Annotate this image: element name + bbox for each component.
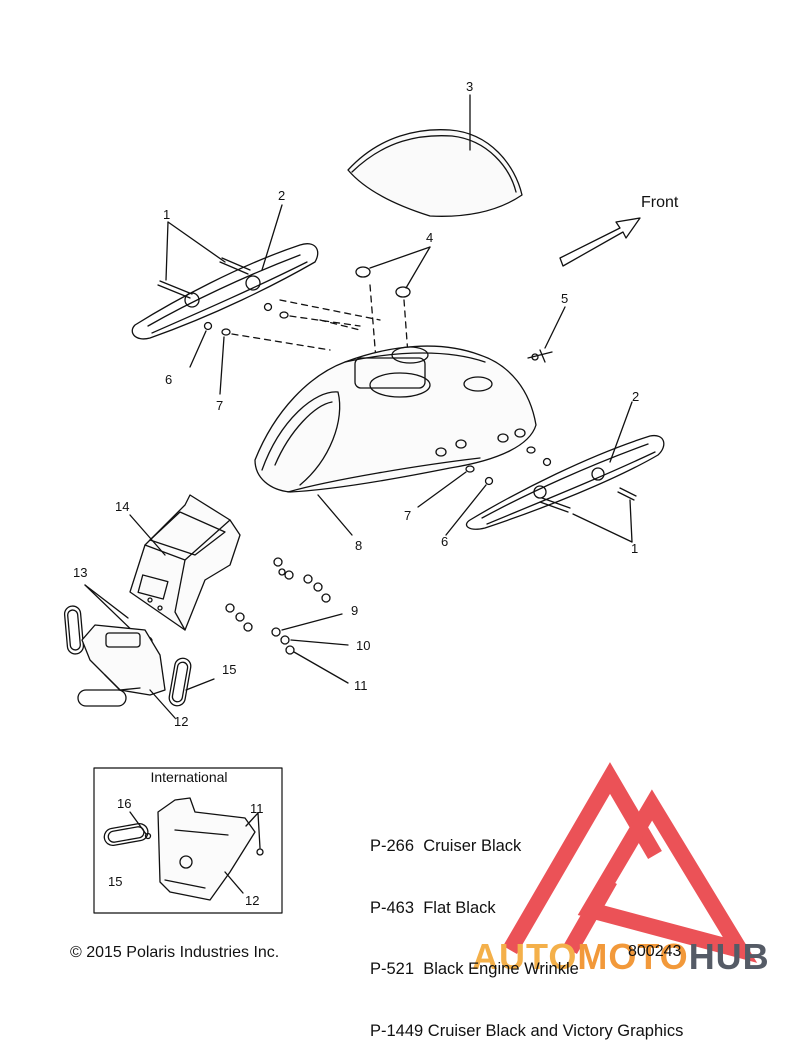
- legend-line: P-266 Cruiser Black: [370, 837, 522, 855]
- leader-2-left: [261, 204, 283, 271]
- inset-callout-15: 15: [108, 874, 122, 889]
- callout-2-left: 2: [278, 188, 285, 203]
- fasteners-left-parts-6-7: [189, 302, 289, 395]
- mounting-plate-part-12: [81, 624, 176, 719]
- logo-triangle-inner: [563, 876, 617, 954]
- leader-8: [317, 494, 353, 536]
- callout-13: 13: [73, 565, 87, 580]
- screws-right-part-1: [539, 487, 637, 543]
- callout-7-left: 7: [216, 398, 223, 413]
- copyright-notice: © 2015 Polaris Industries Inc.: [70, 944, 280, 961]
- inset-callout-12: 12: [245, 893, 259, 908]
- callout-15: 15: [222, 662, 236, 677]
- callout-5: 5: [561, 291, 568, 306]
- inset-callout-11: 11: [250, 801, 264, 816]
- paint-code-legend: P-266 Cruiser Black P-463 Flat Black P-5…: [370, 795, 683, 1062]
- rear-fender-part-8: [254, 345, 537, 493]
- watermark-wordmark: AUTOMOTOHUB: [472, 936, 770, 978]
- leader-2-right: [609, 401, 633, 463]
- legend-line: P-1449 Cruiser Black and Victory Graphic…: [370, 1021, 684, 1040]
- lamps-part-15: [63, 605, 215, 707]
- legend-line: P-521 Black Engine Wrinkle: [370, 960, 579, 978]
- callout-1-left: 1: [163, 207, 170, 222]
- callout-labels: Front 1 2 3 4 5 6 7 2 7 6 8 1 14 13 9 10…: [73, 79, 679, 908]
- callout-14: 14: [115, 499, 129, 514]
- callout-4: 4: [426, 230, 433, 245]
- callout-9: 9: [351, 603, 358, 618]
- watermark-moto: MOTO: [577, 936, 689, 977]
- hardware-parts-9-10-11: [225, 557, 349, 684]
- legend-line: P-463 Flat Black: [370, 898, 496, 917]
- front-label: Front: [641, 194, 679, 211]
- callout-7-right: 7: [404, 508, 411, 523]
- logo-triangle-right: [577, 789, 758, 963]
- callout-11: 11: [354, 678, 368, 693]
- international-inset-parts: [103, 797, 264, 901]
- bolt-part-5: [527, 306, 566, 363]
- fasteners-right-parts-6-7: [417, 446, 552, 536]
- callout-8: 8: [355, 538, 362, 553]
- callout-6-right: 6: [441, 534, 448, 549]
- side-cover-right-part-2: [465, 434, 665, 530]
- callout-12: 12: [174, 714, 188, 729]
- watermark-logo: [503, 762, 758, 963]
- callout-6-left: 6: [165, 372, 172, 387]
- side-cover-left-part-2: [131, 243, 319, 340]
- diagram-part-number: 800243: [628, 943, 682, 960]
- license-bracket-part-14: [129, 494, 241, 631]
- inset-callout-16: 16: [117, 796, 131, 811]
- callout-1-right: 1: [631, 541, 638, 556]
- front-direction-arrow: [559, 217, 641, 267]
- international-inset-title: International: [150, 769, 228, 785]
- callout-10: 10: [356, 638, 370, 653]
- international-inset-box: [93, 767, 283, 914]
- plugs-part-4: [355, 246, 431, 298]
- seat-pad-part-3: [347, 129, 523, 217]
- watermark-hub: HUB: [688, 936, 770, 977]
- exploded-parts-diagram: Front 1 2 3 4 5 6 7 2 7 6 8 1 14 13 9 10…: [63, 79, 679, 914]
- watermark-auto: AUTO: [472, 936, 578, 977]
- callout-3: 3: [466, 79, 473, 94]
- screws-left-part-1: [157, 221, 251, 299]
- callout-2-right: 2: [632, 389, 639, 404]
